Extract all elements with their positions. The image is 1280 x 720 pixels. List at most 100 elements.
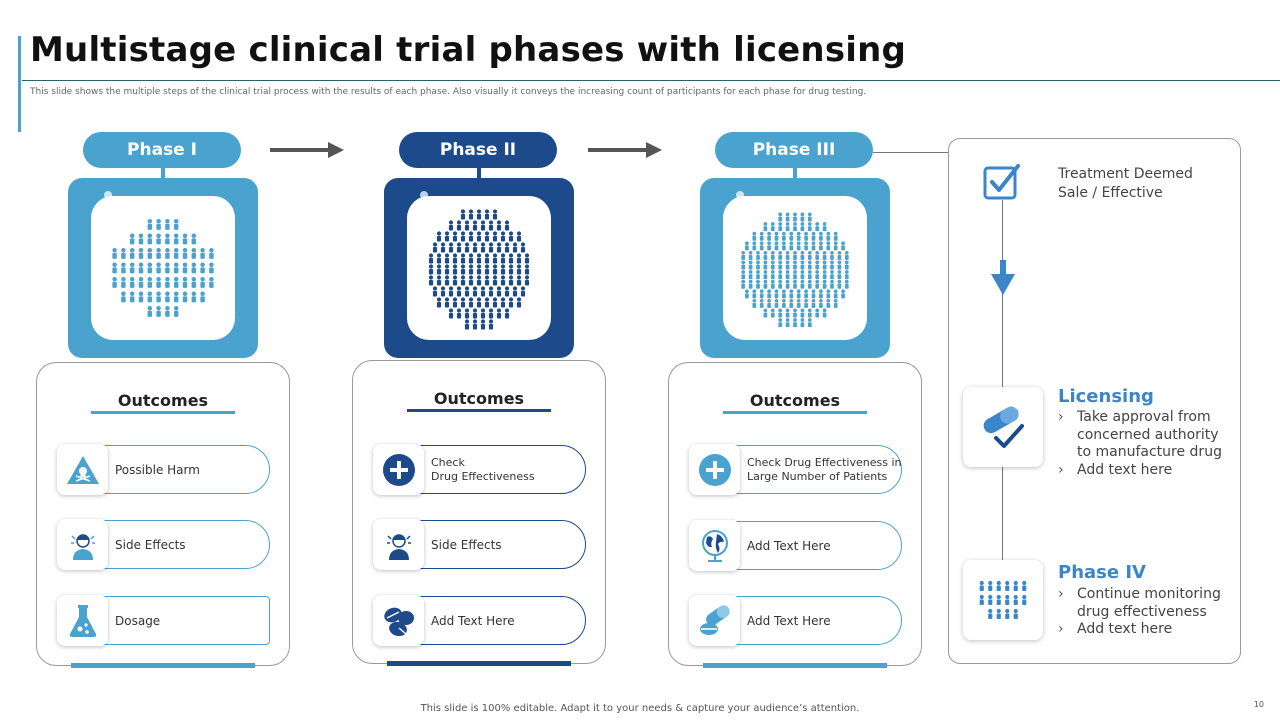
item-label-line1: Check Drug Effectiveness in [747,455,902,469]
participant-crowd-small [112,219,214,317]
person-icon [480,286,486,297]
person-icon [508,297,514,308]
person-icon [826,298,831,308]
phase-4-list: Continue monitoring drug effectiveness A… [1058,586,1221,639]
person-icon [815,279,820,289]
person-icon [428,264,434,275]
person-icon [484,209,490,220]
person-icon [468,253,474,264]
licensing-bullet-text: concerned authority [1077,426,1219,443]
person-icon [464,286,470,297]
person-icon [800,260,805,270]
person-icon [147,248,153,259]
person-icon [460,253,466,264]
outcomes-underline [723,411,867,414]
person-icon [793,212,797,222]
person-icon [841,289,845,299]
person-icon [815,222,820,232]
person-icon [826,289,831,299]
person-icon [428,275,434,286]
person-icon [448,220,454,231]
population-icon [963,560,1043,640]
card-bottom-bar [387,661,571,666]
person-icon [488,308,494,319]
person-icon [748,270,753,280]
item-label: Add Text Here [747,538,831,553]
person-icon [767,289,771,299]
phase-1-connector [161,168,165,180]
person-icon [480,220,486,231]
person-icon [500,253,506,264]
person-icon [804,289,808,299]
person-icon [516,275,522,286]
person-icon [807,308,812,318]
person-icon [492,231,498,242]
licensing-bullet-1: Take approval from [1058,409,1222,427]
item-label-line1: Check [431,455,465,469]
person-icon [819,289,823,299]
person-icon [440,286,446,297]
item-pill [399,445,586,494]
person-icon [173,277,179,288]
participant-crowd-medium [428,209,530,330]
person-icon [807,212,812,222]
person-icon [476,253,482,264]
item-pill [399,596,586,645]
person-icon [436,231,442,242]
person-icon [988,580,993,591]
person-icon [520,286,526,297]
person-icon [147,219,153,230]
arrow-right-icon [588,142,662,158]
person-icon [988,608,993,619]
person-icon [756,270,760,280]
person-icon [165,277,170,288]
person-icon [121,262,126,274]
person-icon [770,270,775,280]
licensing-bullet-2: Add text here [1058,462,1222,480]
arrow-down-icon [991,260,1015,295]
person-icon [789,298,794,308]
person-icon [444,231,450,242]
person-icon [508,231,514,242]
person-icon [785,308,790,318]
person-icon [488,242,494,253]
person-icon [807,270,812,280]
person-icon [826,231,831,241]
person-icon [830,279,834,289]
person-icon [147,262,153,274]
person-icon [452,253,458,264]
person-icon [156,233,161,245]
person-icon [472,242,478,253]
person-icon [822,260,827,270]
person-icon [129,248,135,259]
person-icon [496,220,502,231]
item-pill [715,596,902,645]
person-icon [456,286,462,297]
person-icon [165,291,170,303]
person-icon [748,260,753,270]
person-icon [472,220,478,231]
person-icon [752,231,757,241]
person-icon [979,580,984,591]
person-icon [756,260,760,270]
page-title: Multistage clinical trial phases with li… [30,30,907,70]
person-icon [763,279,768,289]
person-icon [979,594,984,605]
person-icon [444,297,450,308]
person-icon [480,242,486,253]
person-icon [129,233,135,245]
phase-2-pill: Phase II [399,132,557,168]
person-icon [129,262,135,274]
person-icon [460,275,466,286]
person-icon [484,231,490,242]
person-icon [804,231,808,241]
person-icon [516,297,522,308]
person-icon [504,242,510,253]
person-icon [492,275,498,286]
person-icon [492,253,498,264]
arrow-right-icon [270,142,344,158]
person-icon [191,233,197,245]
person-icon [756,250,760,260]
person-icon [464,242,470,253]
person-icon [129,291,135,303]
